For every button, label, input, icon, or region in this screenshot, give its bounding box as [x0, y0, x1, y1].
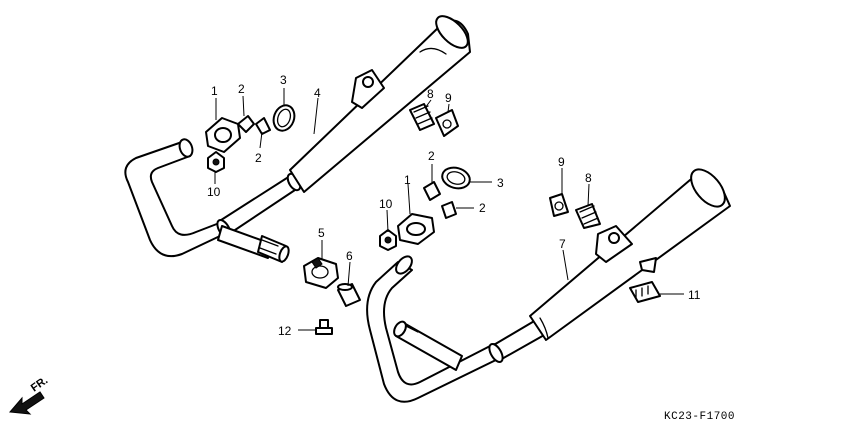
callout-12: 12 [278, 324, 292, 338]
callout-8-upper: 8 [427, 87, 434, 101]
callout-2-upper-b: 2 [255, 151, 262, 165]
flange-upper [205, 117, 241, 153]
band-block [629, 281, 661, 303]
sleeve [337, 283, 361, 307]
muffler-upper [124, 15, 471, 263]
callout-7: 7 [559, 237, 566, 251]
collar-lower [549, 193, 569, 217]
callout-9-lower: 9 [558, 155, 565, 169]
collet-upper-a [237, 115, 255, 133]
callout-2-mid-b: 2 [479, 201, 486, 215]
nut-mid [379, 229, 397, 251]
callout-9-upper: 9 [445, 91, 452, 105]
collar-upper [435, 109, 459, 137]
clamp [303, 257, 339, 289]
callout-3-upper: 3 [280, 73, 287, 87]
callout-3-mid: 3 [497, 176, 504, 190]
callout-5: 5 [318, 226, 325, 240]
callout-1-mid: 1 [404, 173, 411, 187]
callout-2-upper-a: 2 [238, 82, 245, 96]
callout-4: 4 [314, 86, 321, 100]
callout-1-upper: 1 [211, 84, 218, 98]
callout-2-mid-a: 2 [428, 149, 435, 163]
gasket-mid [441, 166, 471, 190]
collet-upper-b [255, 117, 271, 135]
callout-10-mid: 10 [379, 197, 393, 211]
nut-upper [207, 151, 225, 173]
gasket-upper [272, 104, 296, 132]
collet-mid-b [441, 201, 457, 219]
callout-6: 6 [346, 249, 353, 263]
flange-mid [397, 213, 435, 245]
bolt [315, 319, 333, 335]
rubber-mount-upper [409, 103, 435, 131]
muffler-lower [366, 168, 731, 403]
callout-8-lower: 8 [585, 171, 592, 185]
collet-mid-a [423, 181, 441, 201]
callout-10-upper: 10 [207, 185, 221, 199]
direction-label: FR. [29, 374, 50, 394]
front-direction-arrow: FR. [8, 374, 50, 415]
rubber-mount-lower [575, 203, 601, 229]
callout-11: 11 [688, 288, 701, 302]
diagram-code: KC23-F1700 [664, 411, 735, 423]
